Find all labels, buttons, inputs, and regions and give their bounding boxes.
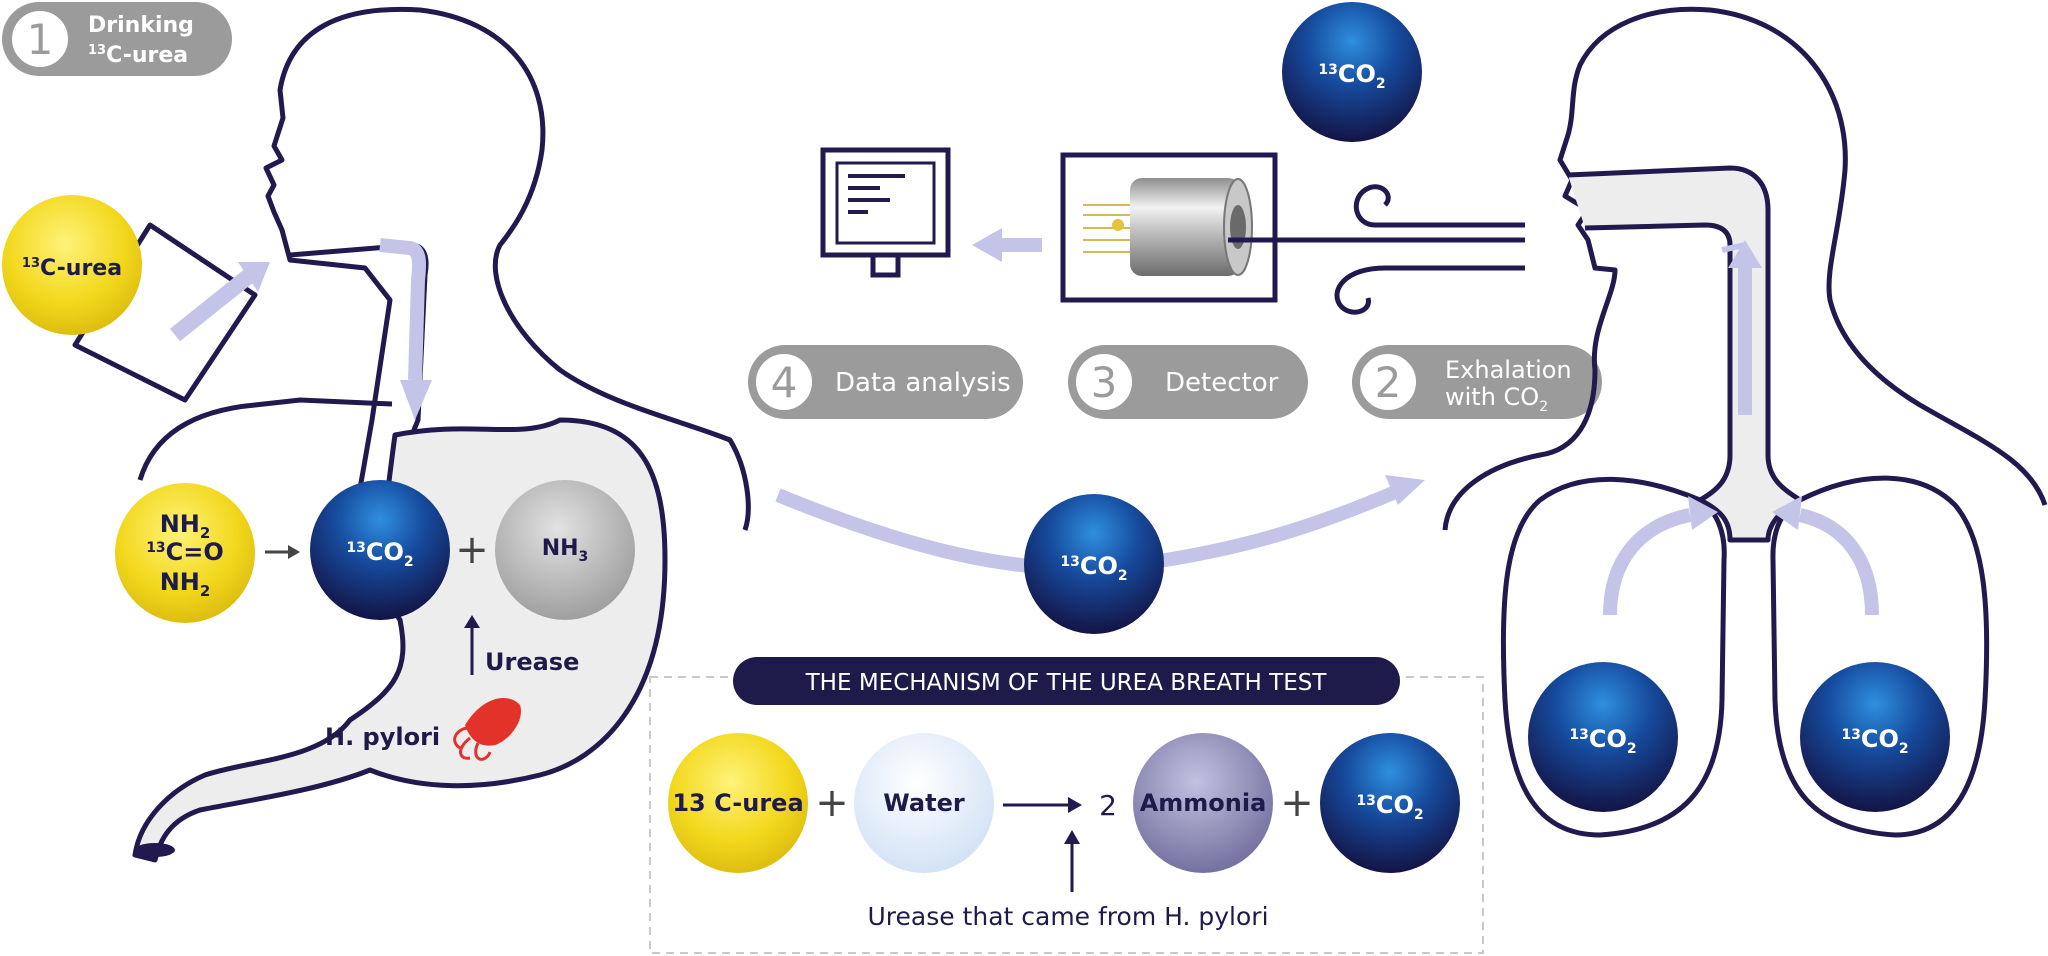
co2-travel-arrowhead (1385, 475, 1425, 505)
mechanism-water-ball (854, 733, 994, 873)
mechanism-ammonia-ball (1133, 733, 1273, 873)
step-1-line2: 13C-urea (88, 43, 188, 68)
urea-formula-mid: 13C=O (146, 538, 224, 566)
co2-label-lung-right: 13CO2 (1841, 725, 1908, 757)
lung-arrowhead-right (1772, 496, 1802, 530)
mechanism-water-label: Water (883, 789, 965, 817)
co2-ball-lung-right (1800, 662, 1950, 812)
nh3-label: NH3 (542, 536, 589, 565)
step-2-line1: Exhalation (1445, 356, 1572, 384)
mechanism-plus-1: + (815, 780, 849, 826)
urea-ball-label: 13C-urea (22, 256, 122, 281)
step-4-badge: 4 Data analysis (748, 345, 1023, 419)
intestine-opening (135, 843, 175, 857)
h-pylori-label: H. pylori (325, 723, 440, 751)
step-1-number: 1 (27, 15, 54, 64)
swallow-arrowhead (400, 380, 432, 420)
esophagus (289, 242, 429, 441)
urea-formula-bottom: NH2 (160, 568, 211, 600)
co2-label-stomach: 13CO2 (346, 538, 413, 570)
breath-lines (1228, 184, 1525, 315)
step-4-number: 4 (771, 358, 798, 407)
co2-label-lung-left: 13CO2 (1569, 725, 1636, 757)
mechanism-urea-label: 13 C-urea (672, 789, 803, 817)
stomach-plus: + (455, 527, 489, 573)
urea-formula-ball (115, 483, 255, 623)
mechanism-reaction-arrowhead (1068, 797, 1082, 813)
mechanism-plus-2: + (1280, 780, 1314, 826)
mechanism-urease-arrowhead (1064, 830, 1080, 844)
left-shoulder-outline (137, 397, 393, 481)
step-4-label: Data analysis (835, 368, 1011, 398)
mechanism-title: THE MECHANISM OF THE UREA BREATH TEST (805, 670, 1328, 696)
h-pylori-bacteria-icon (453, 697, 521, 761)
lung-arrowhead-left (1688, 496, 1718, 530)
drink-arrowhead (238, 262, 270, 292)
monitor-icon (820, 147, 951, 278)
drink-arrow (170, 268, 255, 342)
right-head-outline (1442, 6, 2048, 531)
step-2-line2: with CO2 (1445, 383, 1548, 415)
co2-label-top: 13CO2 (1318, 60, 1385, 92)
detector-icon (1060, 152, 1278, 303)
step-2-number: 2 (1375, 358, 1402, 407)
co2-label-middle: 13CO2 (1060, 552, 1127, 584)
exhale-arrowhead-vertical (1728, 240, 1762, 268)
urease-label: Urease (485, 648, 579, 676)
left-head-outline (263, 6, 751, 531)
lung-arrow-left (1603, 508, 1692, 616)
detector-to-monitor-arrowhead (972, 228, 1002, 262)
urease-arrowhead (464, 615, 480, 628)
step-2-badge: 2 Exhalation with CO2 (1352, 345, 1602, 419)
co2-ball-stomach (310, 480, 450, 620)
swallow-arrow (379, 238, 426, 381)
mechanism-caption: Urease that came from H. pylori (867, 902, 1268, 931)
co2-ball-lung-left (1528, 662, 1678, 812)
step-1-badge: 1 Drinking 13C-urea (2, 2, 232, 76)
stomach-reaction-arrowhead (288, 545, 300, 559)
exhale-arrowhead-vertical-mouth (1721, 242, 1746, 253)
urea-ball (2, 195, 142, 335)
step-1-line1: Drinking (88, 13, 194, 38)
step-3-badge: 3 Detector (1068, 345, 1308, 419)
urea-formula-top: NH2 (160, 510, 211, 542)
left-person-figure (132, 6, 751, 863)
lung-arrow-right (1798, 508, 1879, 616)
co2-ball-middle (1024, 494, 1164, 634)
mechanism-ammonia-label: Ammonia (1140, 789, 1267, 817)
nh3-ball (495, 480, 635, 620)
mechanism-co2-label: 13CO2 (1356, 791, 1423, 823)
mechanism-co2-ball (1320, 733, 1460, 873)
mechanism-title-bar (733, 657, 1400, 705)
mechanism-coefficient: 2 (1099, 789, 1117, 822)
mechanism-urea-ball (668, 733, 808, 873)
step-3-label: Detector (1165, 368, 1279, 398)
step-3-number: 3 (1091, 358, 1118, 407)
co2-ball-top (1282, 2, 1422, 142)
mechanism-panel: THE MECHANISM OF THE UREA BREATH TEST 13… (649, 657, 1484, 954)
